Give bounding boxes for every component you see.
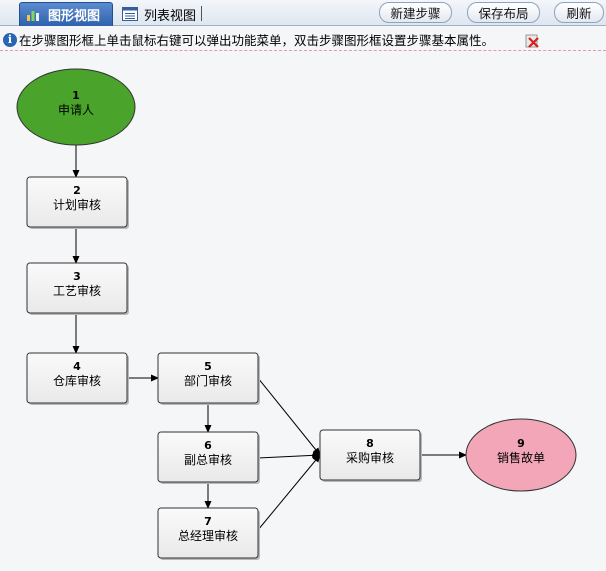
- info-text: 在步骤图形框上单击鼠标右键可以弹出功能菜单，双击步骤图形框设置步骤基本属性。: [19, 33, 495, 48]
- chart-icon: [27, 10, 39, 21]
- step-shape: [157, 352, 259, 404]
- step-number: 4: [73, 360, 81, 373]
- list-icon: [122, 7, 138, 21]
- step-shape: [26, 176, 128, 228]
- edge-5-to-8: [257, 377, 321, 456]
- step-label: 工艺审核: [53, 283, 101, 298]
- step-number: 7: [204, 515, 212, 528]
- step-label: 仓库审核: [53, 373, 101, 388]
- step-label: 采购审核: [346, 450, 394, 465]
- close-icon[interactable]: [525, 33, 540, 48]
- step-shape: [16, 68, 136, 146]
- step-label: 销售故单: [497, 450, 545, 465]
- tab-separator: [201, 6, 202, 21]
- tab-graph-view[interactable]: 图形视图: [19, 2, 113, 26]
- step-number: 2: [73, 184, 81, 197]
- edge-7-to-8: [257, 454, 321, 531]
- info-icon: i: [3, 32, 17, 47]
- save-layout-button[interactable]: 保存布局: [467, 2, 540, 23]
- step-label: 总经理审核: [178, 528, 238, 543]
- tab-list-label: 列表视图: [144, 8, 197, 24]
- step-number: 1: [72, 89, 80, 102]
- step-shape: [319, 429, 421, 481]
- step-shape: [157, 507, 259, 559]
- step-number: 8: [366, 437, 374, 450]
- refresh-button[interactable]: 刷新: [554, 2, 604, 23]
- step-label: 部门审核: [184, 373, 232, 388]
- step-number: 6: [204, 439, 212, 452]
- tab-graph-label: 图形视图: [48, 9, 101, 24]
- step-number: 5: [204, 360, 212, 373]
- info-bar: i 在步骤图形框上单击鼠标右键可以弹出功能菜单，双击步骤图形框设置步骤基本属性。: [0, 29, 606, 51]
- tab-list-view[interactable]: 列表视图: [120, 2, 204, 26]
- step-shape: [26, 262, 128, 314]
- toolbar: 图形视图 列表视图 新建步骤 保存布局 刷新: [0, 0, 606, 26]
- step-shape: [26, 352, 128, 404]
- step-label: 申请人: [58, 103, 94, 117]
- merge-junction-dot: [312, 452, 320, 460]
- step-label: 副总审核: [184, 452, 232, 467]
- step-shape: [157, 431, 259, 483]
- new-step-button[interactable]: 新建步骤: [379, 2, 452, 23]
- step-shape: [465, 418, 577, 492]
- edge-6-to-8: [257, 451, 321, 459]
- step-number: 9: [517, 437, 525, 450]
- step-number: 3: [73, 270, 81, 283]
- step-label: 计划审核: [53, 197, 101, 212]
